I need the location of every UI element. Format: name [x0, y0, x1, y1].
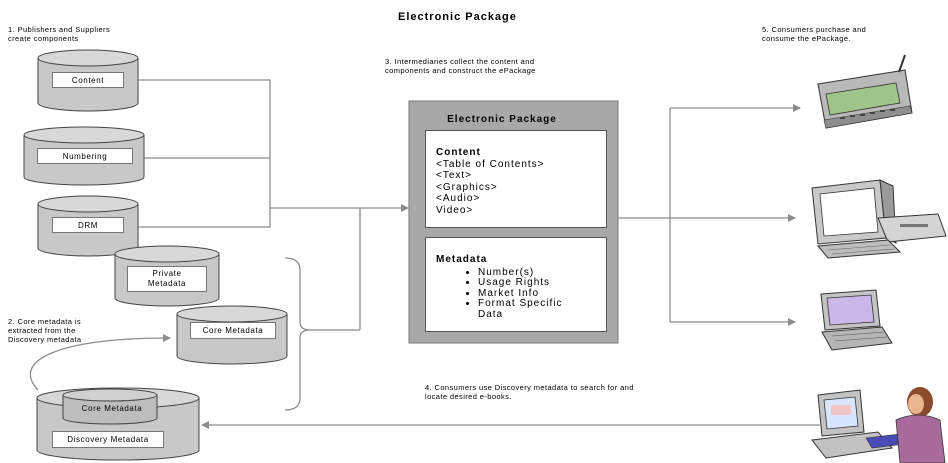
metadata-item: Format Specific Data — [478, 298, 588, 320]
step-5-note: 5. Consumers purchase and consume the eP… — [762, 25, 867, 43]
core-metadata-label: Core Metadata — [190, 322, 276, 339]
metadata-heading: Metadata — [436, 254, 488, 265]
package-metadata-panel: Metadata Number(s) Usage Rights Market I… — [425, 237, 607, 332]
content-item: <Table of Contents> — [436, 158, 545, 170]
content-item: <Graphics> — [436, 181, 498, 193]
inner-core-metadata-cylinder — [62, 388, 158, 425]
content-item: Video> — [436, 204, 474, 216]
package-content-panel: Content <Table of Contents> <Text> <Grap… — [425, 130, 607, 228]
component-connectors — [138, 79, 409, 411]
handheld-reader-icon — [817, 54, 913, 129]
step-3-note: 3. Intermediaries collect the content an… — [385, 57, 536, 75]
drm-label: DRM — [52, 217, 124, 233]
step-1-note: 1. Publishers and Suppliers create compo… — [8, 25, 111, 43]
step-4-note: 4. Consumers use Discovery metadata to s… — [425, 383, 634, 401]
private-metadata-label: Private Metadata — [127, 266, 207, 292]
package-title: Electronic Package — [447, 114, 557, 125]
metadata-item: Usage Rights — [478, 277, 606, 289]
discovery-metadata-label: Discovery Metadata — [52, 431, 164, 448]
content-item: <Text> — [436, 170, 473, 181]
inner-core-metadata-label: Core Metadata — [81, 404, 143, 413]
content-label: Content — [52, 72, 124, 88]
desktop-computer-icon — [811, 179, 947, 259]
metadata-item: Market Info — [478, 288, 606, 300]
extraction-arrow — [29, 334, 171, 391]
distribution-connectors — [201, 104, 820, 429]
content-item: <Audio> — [436, 193, 481, 204]
user-at-computer-icon — [811, 387, 946, 463]
laptop-icon — [820, 289, 893, 351]
diagram-title: Electronic Package — [398, 11, 517, 23]
metadata-list: Number(s) Usage Rights Market Info Forma… — [436, 267, 606, 321]
content-heading: Content — [436, 147, 481, 158]
numbering-label: Numbering — [37, 148, 133, 164]
metadata-item: Number(s) — [478, 267, 606, 279]
step-2-note: 2. Core metadata is extracted from the D… — [8, 317, 82, 344]
